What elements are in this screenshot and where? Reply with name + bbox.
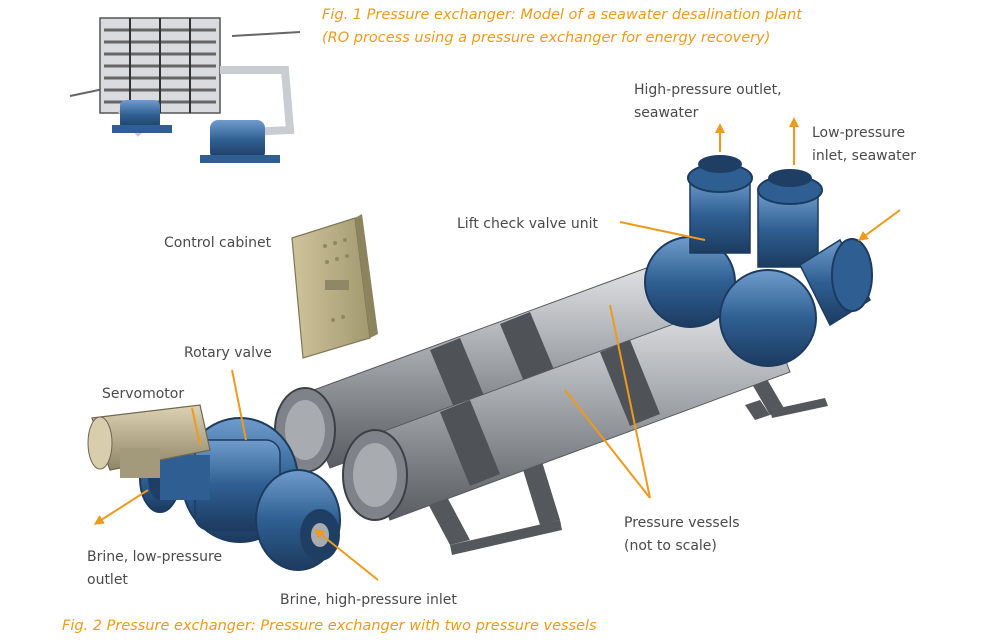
label-pressure-vessels-line1: Pressure vessels bbox=[624, 515, 740, 531]
label-low-pressure-inlet-line1: Low-pressure bbox=[812, 125, 906, 141]
servomotor bbox=[87, 404, 211, 478]
label-rotary-valve: Rotary valve bbox=[184, 345, 272, 361]
label-pressure-vessels: Pressure vessels (not to scale) bbox=[624, 512, 740, 558]
desalination-plant-model bbox=[69, 17, 301, 163]
control-cabinet bbox=[291, 214, 378, 359]
label-low-pressure-inlet: Low-pressure inlet, seawater bbox=[812, 122, 916, 168]
rotary-valve bbox=[139, 417, 341, 571]
label-lift-check-valve: Lift check valve unit bbox=[457, 216, 598, 232]
label-high-pressure-outlet-line2: seawater bbox=[634, 105, 699, 121]
leader-lines bbox=[93, 117, 901, 581]
label-pressure-vessels-line2: (not to scale) bbox=[624, 538, 717, 554]
label-control-cabinet: Control cabinet bbox=[164, 235, 272, 251]
lift-check-valve-unit bbox=[644, 155, 873, 367]
label-high-pressure-outlet-line1: High-pressure outlet, bbox=[634, 82, 782, 98]
label-low-pressure-inlet-line2: inlet, seawater bbox=[812, 148, 917, 164]
fig1-caption-line1: Fig. 1 Pressure exchanger: Model of a se… bbox=[322, 7, 802, 23]
label-brine-low-outlet: Brine, low-pressure outlet bbox=[87, 546, 222, 592]
fig1-caption: Fig. 1 Pressure exchanger: Model of a se… bbox=[322, 4, 802, 50]
label-servomotor: Servomotor bbox=[102, 386, 185, 402]
label-high-pressure-outlet: High-pressure outlet, seawater bbox=[634, 79, 782, 125]
label-brine-high-inlet: Brine, high-pressure inlet bbox=[280, 592, 457, 608]
label-brine-low-outlet-line2: outlet bbox=[87, 572, 128, 588]
label-brine-low-outlet-line1: Brine, low-pressure bbox=[87, 549, 223, 565]
fig1-caption-line2: (RO process using a pressure exchanger f… bbox=[322, 30, 771, 46]
fig2-caption: Fig. 2 Pressure exchanger: Pressure exch… bbox=[62, 618, 597, 634]
pressure-vessel-front bbox=[342, 291, 791, 521]
